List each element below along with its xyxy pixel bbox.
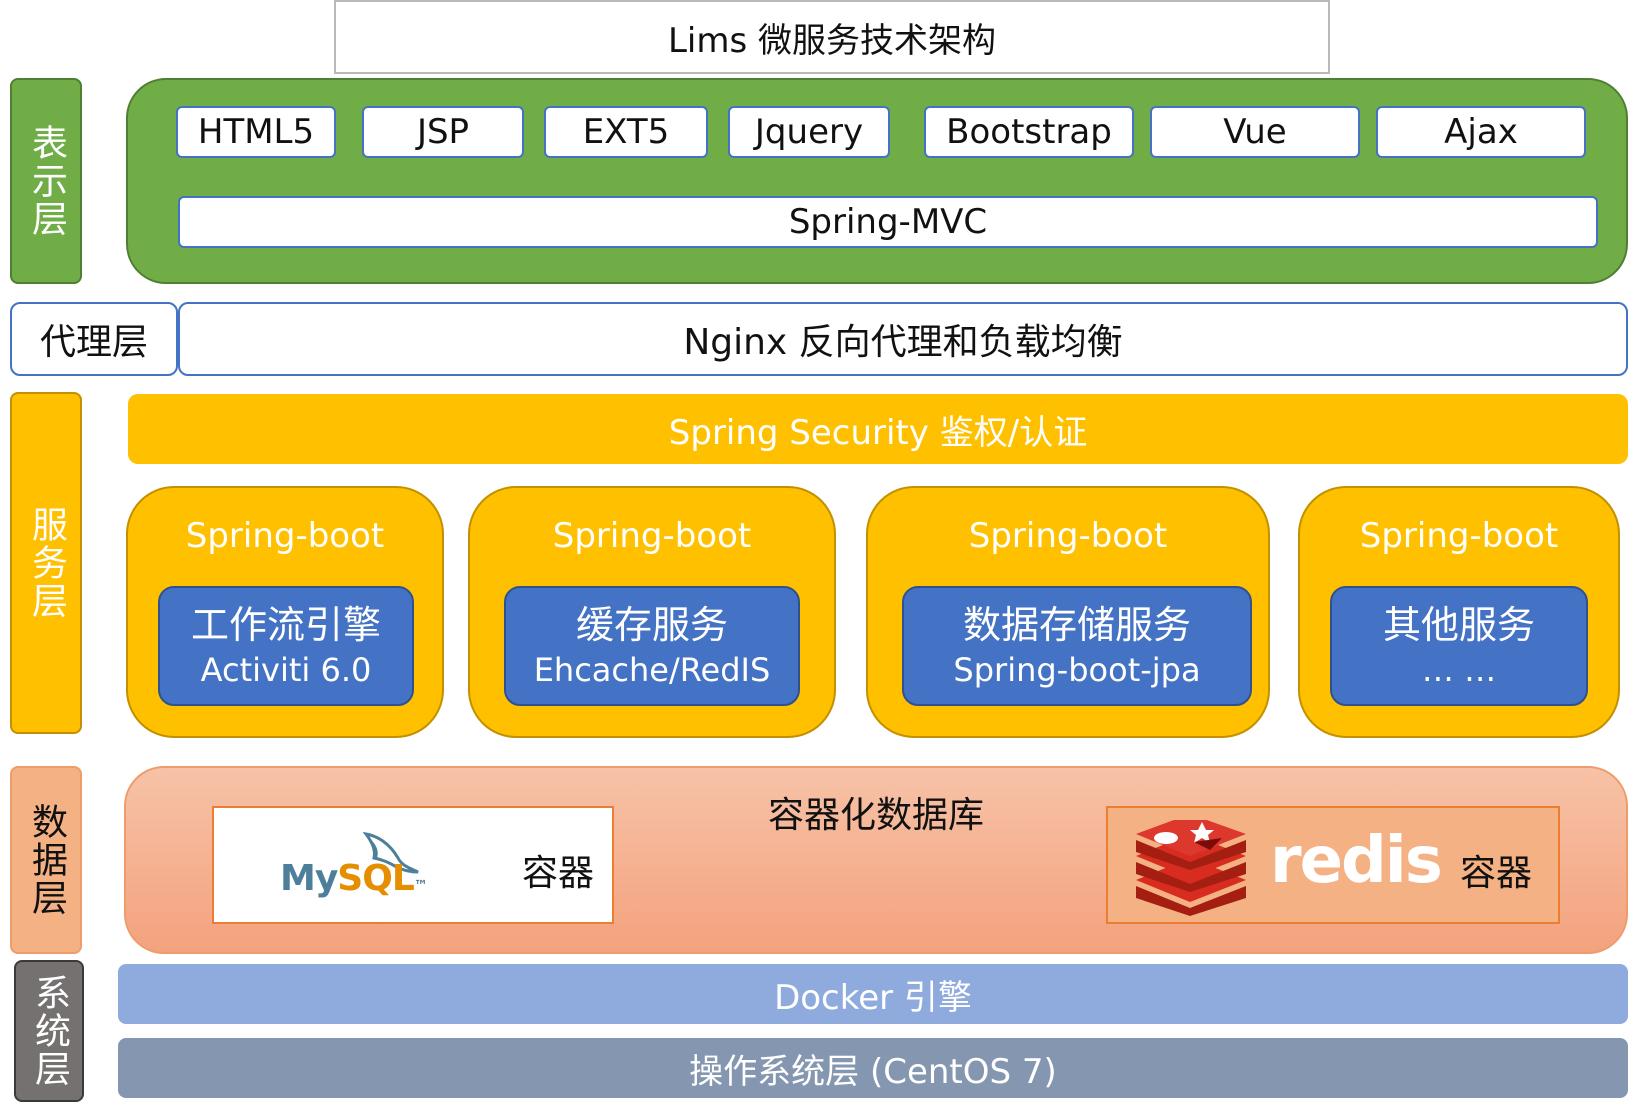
spring-boot-box-storage: Spring-boot 数据存储服务 Spring-boot-jpa bbox=[866, 486, 1270, 738]
service-name: 其他服务 bbox=[1382, 603, 1535, 648]
mysql-container: MySQL™ 容器 bbox=[212, 806, 614, 924]
service-detail: Spring-boot-jpa bbox=[953, 650, 1201, 689]
service-detail: Activiti 6.0 bbox=[200, 650, 372, 689]
layer-label-service: 服务层 bbox=[10, 392, 82, 734]
spring-boot-label: Spring-boot bbox=[968, 516, 1168, 556]
redis-logo: redis bbox=[1270, 824, 1443, 898]
tech-chip-bootstrap: Bootstrap bbox=[924, 106, 1134, 158]
service-detail: Ehcache/RedIS bbox=[533, 650, 771, 689]
tech-chip-vue: Vue bbox=[1150, 106, 1360, 158]
spring-boot-box-workflow: Spring-boot 工作流引擎 Activiti 6.0 bbox=[126, 486, 444, 738]
mysql-logo-sql: SQL bbox=[337, 858, 414, 899]
spring-boot-label: Spring-boot bbox=[185, 516, 385, 556]
tech-chip-jquery: Jquery bbox=[728, 106, 890, 158]
redis-cube-icon bbox=[1136, 820, 1246, 916]
service-data-storage: 数据存储服务 Spring-boot-jpa bbox=[902, 586, 1252, 706]
tech-chip-jsp: JSP bbox=[362, 106, 524, 158]
tech-chip-ext5: EXT5 bbox=[544, 106, 708, 158]
spring-security-bar: Spring Security 鉴权/认证 bbox=[128, 394, 1628, 464]
mysql-logo-my: My bbox=[280, 858, 338, 899]
tech-chip-html5: HTML5 bbox=[176, 106, 336, 158]
redis-container: redis 容器 bbox=[1106, 806, 1560, 924]
layer-label-data: 数据层 bbox=[10, 766, 82, 954]
mysql-container-label: 容器 bbox=[522, 853, 595, 894]
service-name: 数据存储服务 bbox=[962, 603, 1191, 648]
service-name: 缓存服务 bbox=[575, 603, 728, 648]
mysql-logo-tm: ™ bbox=[413, 878, 428, 894]
spring-boot-box-cache: Spring-boot 缓存服务 Ehcache/RedIS bbox=[468, 486, 836, 738]
service-detail: … … bbox=[1421, 650, 1497, 689]
spring-boot-label: Spring-boot bbox=[552, 516, 752, 556]
operating-system-bar: 操作系统层 (CentOS 7) bbox=[118, 1038, 1628, 1098]
mysql-dolphin-icon bbox=[362, 831, 419, 874]
layer-label-presentation: 表示层 bbox=[10, 78, 82, 284]
layer-label-proxy: 代理层 bbox=[10, 302, 178, 376]
redis-container-label: 容器 bbox=[1460, 853, 1533, 894]
service-workflow-engine: 工作流引擎 Activiti 6.0 bbox=[158, 586, 414, 706]
spring-boot-box-other: Spring-boot 其他服务 … … bbox=[1298, 486, 1620, 738]
data-layer-title: 容器化数据库 bbox=[767, 795, 984, 836]
docker-engine-bar: Docker 引擎 bbox=[118, 964, 1628, 1024]
spring-mvc-bar: Spring-MVC bbox=[178, 196, 1598, 248]
tech-chip-ajax: Ajax bbox=[1376, 106, 1586, 158]
service-name: 工作流引擎 bbox=[190, 603, 381, 648]
mysql-logo: MySQL™ bbox=[280, 858, 428, 899]
diagram-title: Lims 微服务技术架构 bbox=[334, 0, 1330, 74]
data-layer-panel: 容器化数据库 MySQL™ 容器 redis 容器 bbox=[124, 766, 1628, 954]
service-other: 其他服务 … … bbox=[1330, 586, 1588, 706]
service-cache: 缓存服务 Ehcache/RedIS bbox=[504, 586, 800, 706]
spring-boot-label: Spring-boot bbox=[1359, 516, 1559, 556]
layer-label-system: 系统层 bbox=[14, 960, 84, 1102]
nginx-proxy-bar: Nginx 反向代理和负载均衡 bbox=[178, 302, 1628, 376]
